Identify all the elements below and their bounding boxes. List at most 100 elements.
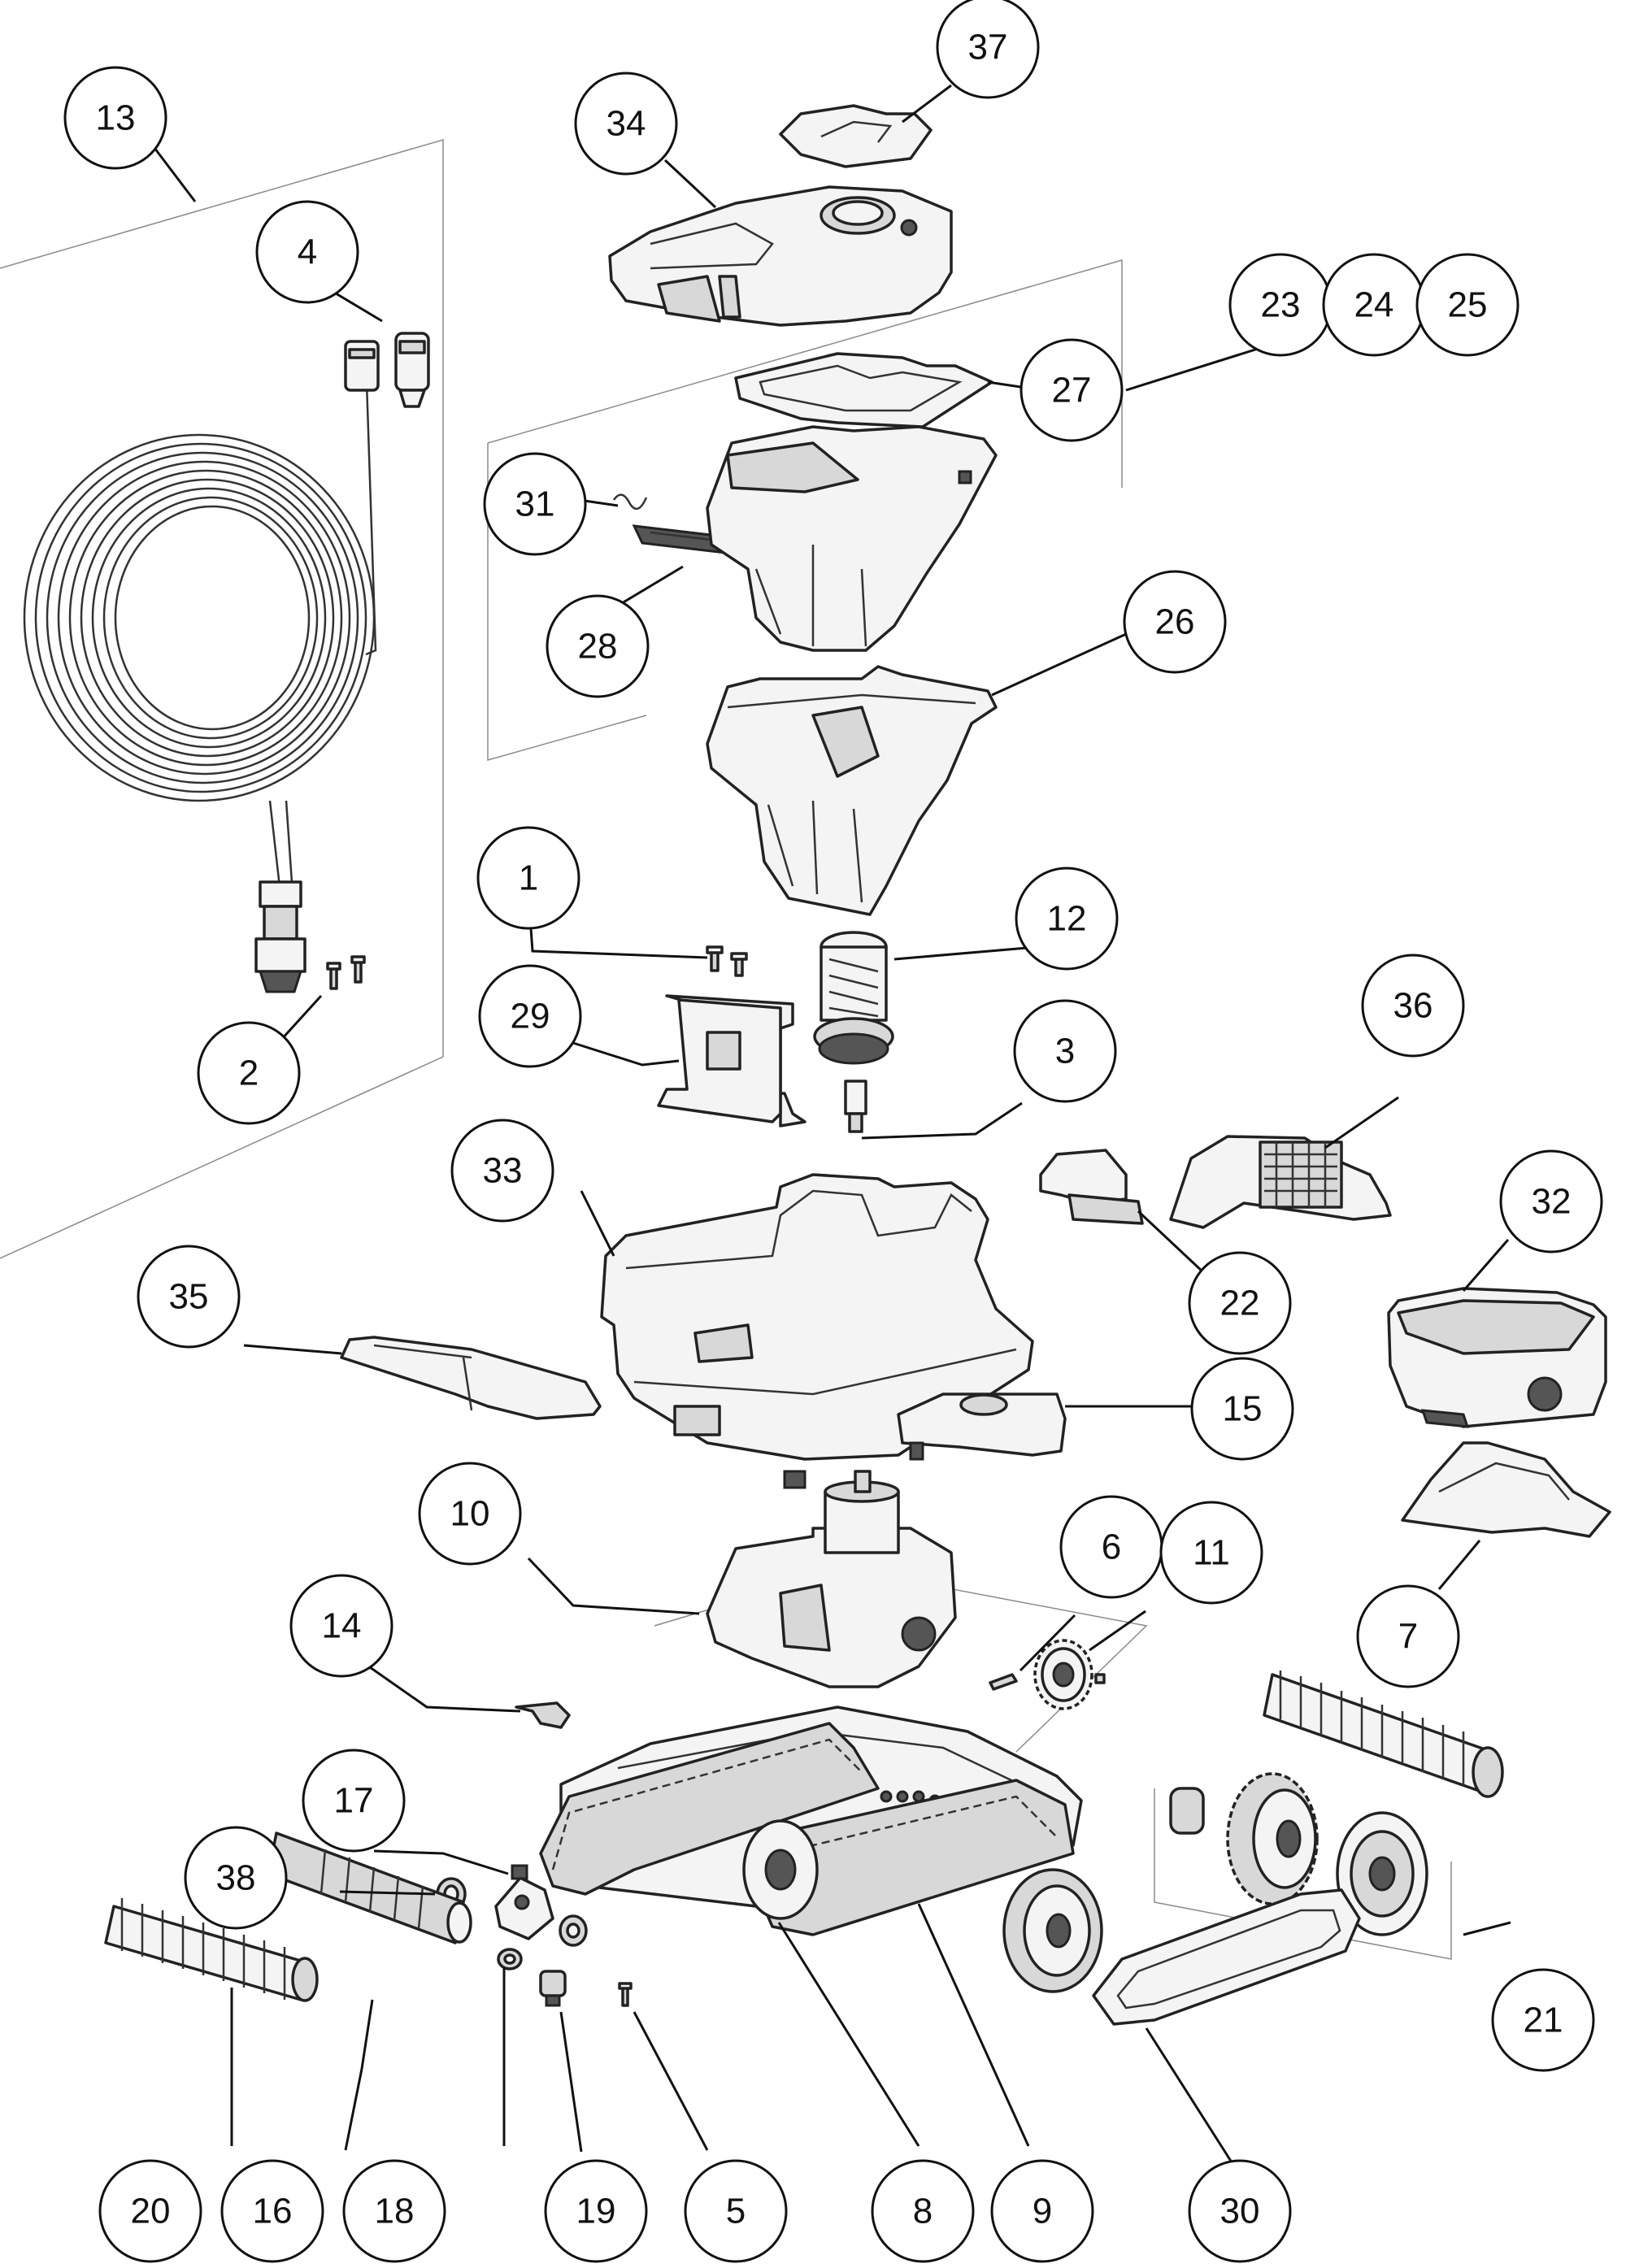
callout-number: 30 [1220, 2192, 1260, 2231]
filter-basket-lower [706, 665, 998, 916]
callout-circle [574, 72, 678, 176]
callout-number: 19 [576, 2192, 616, 2231]
callout-number: 24 [1354, 285, 1394, 325]
callout-number: 20 [131, 2192, 171, 2231]
callout-circle [544, 2159, 648, 2263]
drive-wheel [1002, 1868, 1103, 1993]
motor-cap [494, 1864, 554, 1940]
callout-number: 27 [1052, 371, 1092, 411]
callout-number: 13 [96, 98, 136, 138]
callout-1: 1 [476, 826, 580, 930]
callout-circle [1020, 338, 1124, 442]
callout-circle [1188, 2159, 1292, 2263]
clip [515, 1701, 571, 1729]
callout-circle [483, 452, 587, 556]
cable-screws [326, 955, 366, 990]
callout-number: 17 [334, 1781, 374, 1821]
power-supply [1387, 1287, 1607, 1428]
callout-number: 33 [483, 1151, 523, 1191]
brush-left [104, 1898, 319, 2002]
callout-number: 5 [726, 2192, 746, 2231]
callout-7: 7 [1356, 1584, 1460, 1688]
group-box-filter-kit [487, 259, 1123, 761]
callout-15: 15 [1190, 1357, 1294, 1461]
latch [1039, 1149, 1144, 1225]
leader-lines [153, 84, 1511, 2163]
callout-number: 38 [216, 1858, 256, 1898]
power-supply-stand [1401, 1441, 1611, 1538]
callout-number: 23 [1261, 285, 1301, 325]
brush-core [267, 1831, 472, 1944]
top-handle-cover [779, 104, 933, 168]
callout-5: 5 [684, 2159, 788, 2263]
callout-30: 30 [1188, 2159, 1292, 2263]
bumper-belt [1092, 1888, 1361, 2026]
callout-circle [184, 1826, 288, 1930]
callout-number: 9 [1033, 2192, 1052, 2231]
callout-6: 6 [1059, 1495, 1163, 1599]
callout-circle [1013, 999, 1117, 1103]
callout-2: 2 [197, 1021, 301, 1125]
callout-circle [450, 1119, 554, 1223]
callout-circle [1190, 1357, 1294, 1461]
robot-body [600, 1173, 1034, 1489]
callout-circle [546, 594, 650, 698]
callout-33: 33 [450, 1119, 554, 1223]
callout-8: 8 [871, 2159, 975, 2263]
callout-circle [98, 2159, 202, 2263]
callout-26: 26 [1123, 570, 1227, 674]
callout-number: 1 [519, 858, 538, 898]
callout-34: 34 [574, 72, 678, 176]
callout-31: 31 [483, 452, 587, 556]
callout-number: 10 [450, 1494, 490, 1534]
callout-number: 37 [968, 28, 1008, 67]
callout-number: 18 [375, 2192, 415, 2231]
callout-24: 24 [1322, 253, 1426, 357]
callout-number: 36 [1393, 986, 1433, 1026]
callout-number: 35 [169, 1277, 209, 1317]
drive-gear [1033, 1639, 1106, 1710]
callout-circle [990, 2159, 1094, 2263]
callout-number: 26 [1155, 602, 1195, 642]
floating-cable-coil [23, 356, 377, 993]
callout-number: 16 [253, 2192, 293, 2231]
callout-circle [1415, 253, 1519, 357]
callout-number: 7 [1398, 1617, 1418, 1657]
filter-basket-upper [706, 425, 998, 652]
bearing-nut [497, 1948, 523, 1970]
impeller [813, 931, 894, 1065]
callout-22: 22 [1188, 1251, 1292, 1355]
callout-38: 38 [184, 1826, 288, 1930]
callout-circle [197, 1021, 301, 1125]
callout-number: 11 [1193, 1533, 1230, 1573]
callout-number: 8 [913, 2192, 933, 2231]
callout-circle [342, 2159, 446, 2263]
side-grille [1169, 1135, 1392, 1229]
pump-mount [897, 1393, 1067, 1461]
callout-27: 27 [1020, 338, 1124, 442]
callout-number: 12 [1047, 899, 1087, 939]
callout-number: 29 [511, 997, 550, 1036]
bushing [559, 1914, 588, 1947]
group-box-cable-kit [0, 139, 444, 1259]
callout-circle [220, 2159, 324, 2263]
callout-21: 21 [1491, 1968, 1595, 2072]
callout-circle [255, 200, 359, 304]
top-cover [608, 185, 953, 327]
motor-block [706, 1470, 957, 1688]
callout-20: 20 [98, 2159, 202, 2263]
callout-3: 3 [1013, 999, 1117, 1103]
callout-circle [1188, 1251, 1292, 1355]
pump-connector [844, 1080, 867, 1133]
callout-4: 4 [255, 200, 359, 304]
callout-14: 14 [289, 1574, 393, 1678]
callout-number: 2 [239, 1054, 259, 1093]
callout-number: 22 [1220, 1284, 1260, 1323]
callout-13: 13 [63, 66, 167, 170]
callout-number: 3 [1055, 1032, 1075, 1071]
callout-circle [476, 826, 580, 930]
callout-11: 11 [1159, 1501, 1263, 1605]
gear-hub [539, 1970, 567, 2007]
